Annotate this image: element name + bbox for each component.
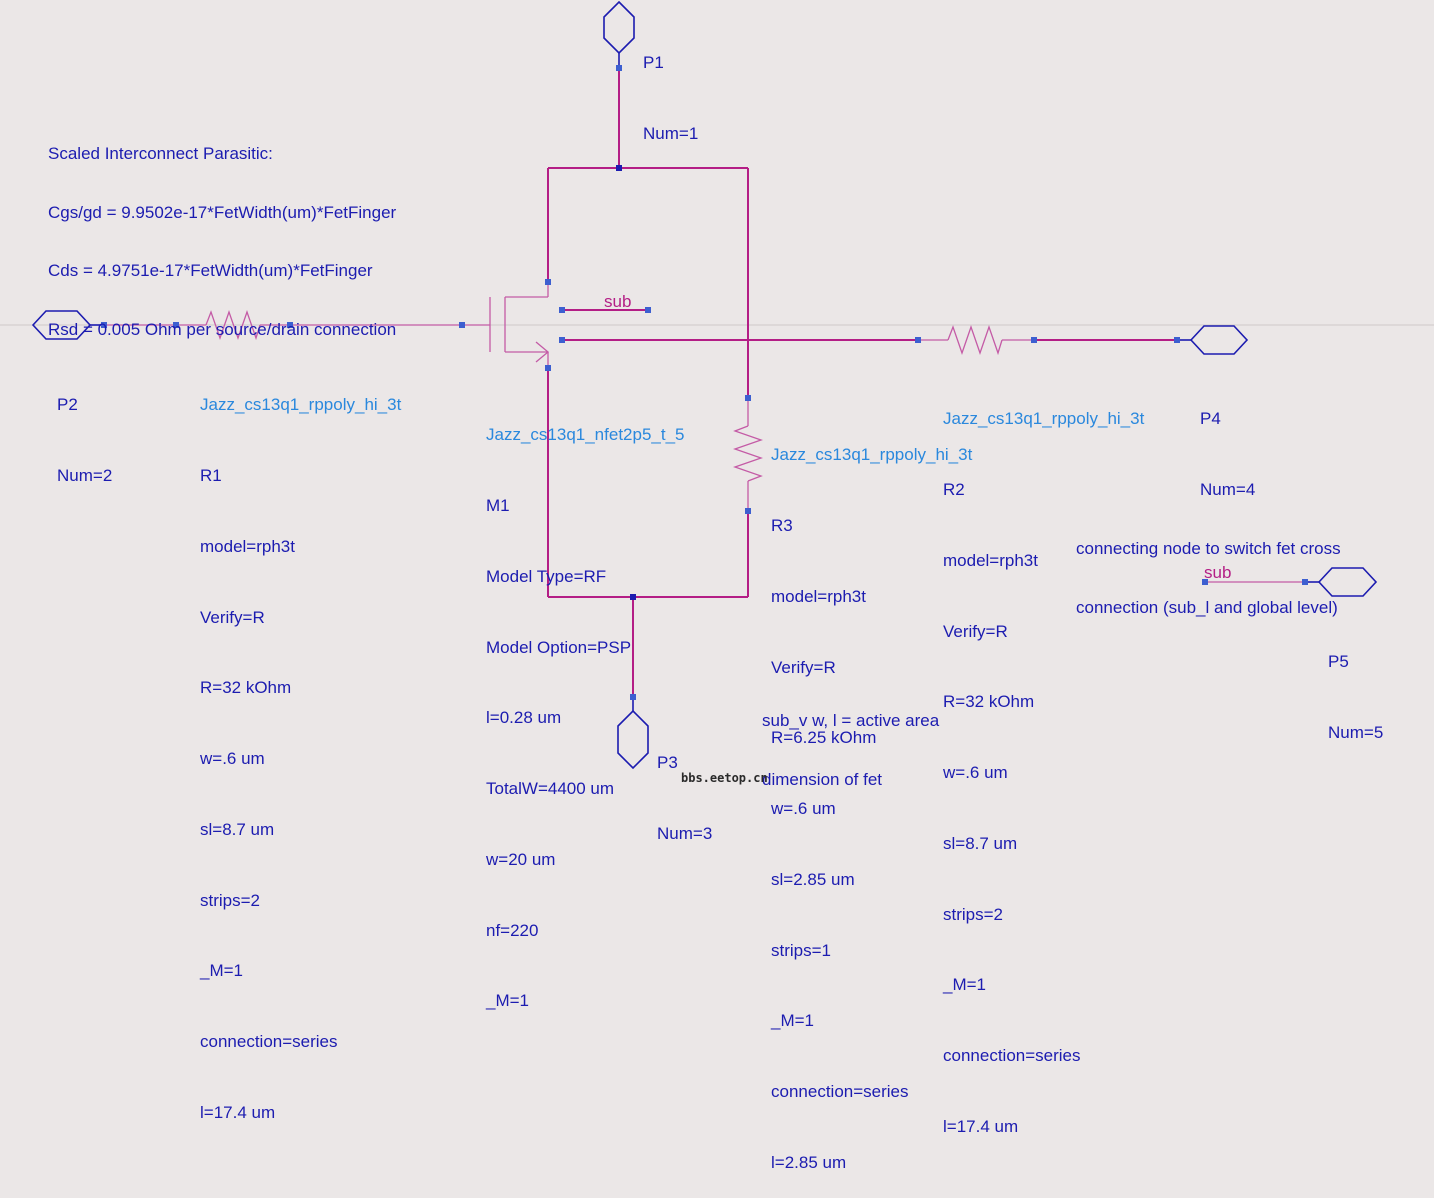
- component-param: Model Type=RF: [486, 566, 607, 586]
- port-name: P2: [57, 395, 78, 415]
- pin: [745, 508, 751, 514]
- port-p5-label: P5 Num=5: [1328, 603, 1383, 768]
- annotation-line: Rsd = 0.005 Ohm per source/drain connect…: [48, 319, 397, 339]
- port-name: P4: [1200, 409, 1221, 429]
- junction: [616, 165, 622, 171]
- port-num: Num=4: [1200, 479, 1256, 499]
- component-param: connection=series: [943, 1046, 1081, 1066]
- port-num: Num=1: [643, 123, 699, 143]
- resistor-r1-symbol[interactable]: [176, 310, 290, 341]
- component-param: Verify=R: [200, 607, 265, 627]
- annotation-line: Cds = 4.9751e-17*FetWidth(um)*FetFinger: [48, 261, 373, 280]
- component-param: l=17.4 um: [200, 1103, 276, 1122]
- component-param: connection=series: [200, 1032, 338, 1052]
- watermark: bbs.eetop.cn: [681, 771, 768, 785]
- port-name: P5: [1328, 652, 1349, 672]
- resistor-r2-symbol[interactable]: [918, 325, 1034, 356]
- r2-properties[interactable]: Jazz_cs13q1_rppoly_hi_3t R2 model=rph3t …: [943, 360, 1144, 1162]
- component-instance: R3: [771, 515, 793, 535]
- component-param: model=rph3t: [771, 586, 866, 606]
- port-p4-label: P4 Num=4: [1200, 360, 1255, 525]
- component-model-name: Jazz_cs13q1_rppoly_hi_3t: [771, 445, 973, 465]
- component-param: TotalW=4400 um: [486, 779, 615, 799]
- port-p2-label: P2 Num=2: [57, 346, 112, 511]
- port-p1-symbol[interactable]: [603, 0, 635, 55]
- schematic-canvas: [0, 0, 1434, 770]
- component-param: _M=1: [200, 961, 243, 981]
- component-instance: R1: [200, 465, 222, 485]
- component-model-name: Jazz_cs13q1_rppoly_hi_3t: [943, 409, 1145, 429]
- r1-properties[interactable]: Jazz_cs13q1_rppoly_hi_3t R1 model=rph3t …: [200, 346, 401, 1148]
- component-param: sl=8.7 um: [200, 819, 275, 839]
- component-instance: R2: [943, 479, 965, 499]
- pin: [101, 322, 107, 328]
- pin: [173, 322, 179, 328]
- note-switch-fet: connecting node to switch fet cross conn…: [1076, 500, 1341, 637]
- note-line: connecting node to switch fet cross: [1076, 539, 1341, 558]
- component-param: w=20 um: [486, 849, 556, 869]
- pin: [1302, 579, 1308, 585]
- port-num: Num=2: [57, 465, 113, 485]
- port-p3-symbol[interactable]: [617, 709, 649, 770]
- net-label-sub[interactable]: sub: [604, 292, 632, 311]
- m1-properties[interactable]: Jazz_cs13q1_nfet2p5_t_5 M1 Model Type=RF…: [486, 376, 685, 1037]
- junction: [630, 594, 636, 600]
- port-p1-label: P1 Num=1: [643, 4, 698, 169]
- component-param: model=rph3t: [943, 550, 1038, 570]
- pin: [287, 322, 293, 328]
- component-param: w=.6 um: [943, 763, 1008, 783]
- pin: [459, 322, 465, 328]
- pin: [645, 307, 651, 313]
- component-param: nf=220: [486, 920, 539, 940]
- pin: [559, 337, 565, 343]
- port-num: Num=5: [1328, 722, 1384, 742]
- pin: [1031, 337, 1037, 343]
- component-param: l=0.28 um: [486, 708, 562, 728]
- component-param: Verify=R: [943, 621, 1008, 641]
- component-param: Verify=R: [771, 657, 836, 677]
- annotation-line: Cgs/gd = 9.9502e-17*FetWidth(um)*FetFing…: [48, 202, 397, 222]
- port-name: P3: [657, 753, 678, 773]
- pin: [1202, 579, 1208, 585]
- note-line: dimension of fet: [762, 769, 883, 789]
- component-param: _M=1: [486, 991, 529, 1011]
- component-instance: M1: [486, 495, 510, 515]
- component-param: R=32 kOhm: [200, 678, 292, 698]
- component-param: _M=1: [943, 975, 986, 995]
- parasitic-annotation: Scaled Interconnect Parasitic: Cgs/gd = …: [48, 105, 396, 359]
- pin: [745, 395, 751, 401]
- port-p4-symbol[interactable]: [1189, 325, 1249, 355]
- pin: [616, 65, 622, 71]
- component-model-name: Jazz_cs13q1_rppoly_hi_3t: [200, 395, 402, 415]
- pin: [545, 365, 551, 371]
- note-line: sub_v w, l = active area: [762, 711, 940, 730]
- component-param: w=.6 um: [200, 749, 265, 769]
- component-model-name: Jazz_cs13q1_nfet2p5_t_5: [486, 425, 685, 445]
- component-param: strips=2: [200, 890, 260, 910]
- component-param: strips=2: [943, 904, 1003, 924]
- component-param: R=32 kOhm: [943, 692, 1035, 712]
- component-param: sl=8.7 um: [943, 833, 1018, 853]
- port-name: P1: [643, 53, 664, 73]
- pin: [1174, 337, 1180, 343]
- component-param: Model Option=PSP: [486, 637, 632, 657]
- net-label-sub[interactable]: sub: [1204, 563, 1232, 582]
- port-p5-symbol[interactable]: [1317, 567, 1378, 597]
- pin: [630, 694, 636, 700]
- component-param: l=17.4 um: [943, 1117, 1019, 1136]
- annotation-title: Scaled Interconnect Parasitic:: [48, 144, 273, 163]
- component-param: R=6.25 kOhm: [771, 728, 877, 748]
- resistor-r3-symbol[interactable]: [733, 398, 763, 511]
- component-param: model=rph3t: [200, 536, 295, 556]
- pin: [915, 337, 921, 343]
- pin-markers: [101, 65, 1308, 700]
- note-line: connection (sub_l and global level): [1076, 597, 1338, 617]
- pin: [545, 279, 551, 285]
- pin: [559, 307, 565, 313]
- note-active-area: sub_v w, l = active area dimension of fe…: [762, 672, 939, 809]
